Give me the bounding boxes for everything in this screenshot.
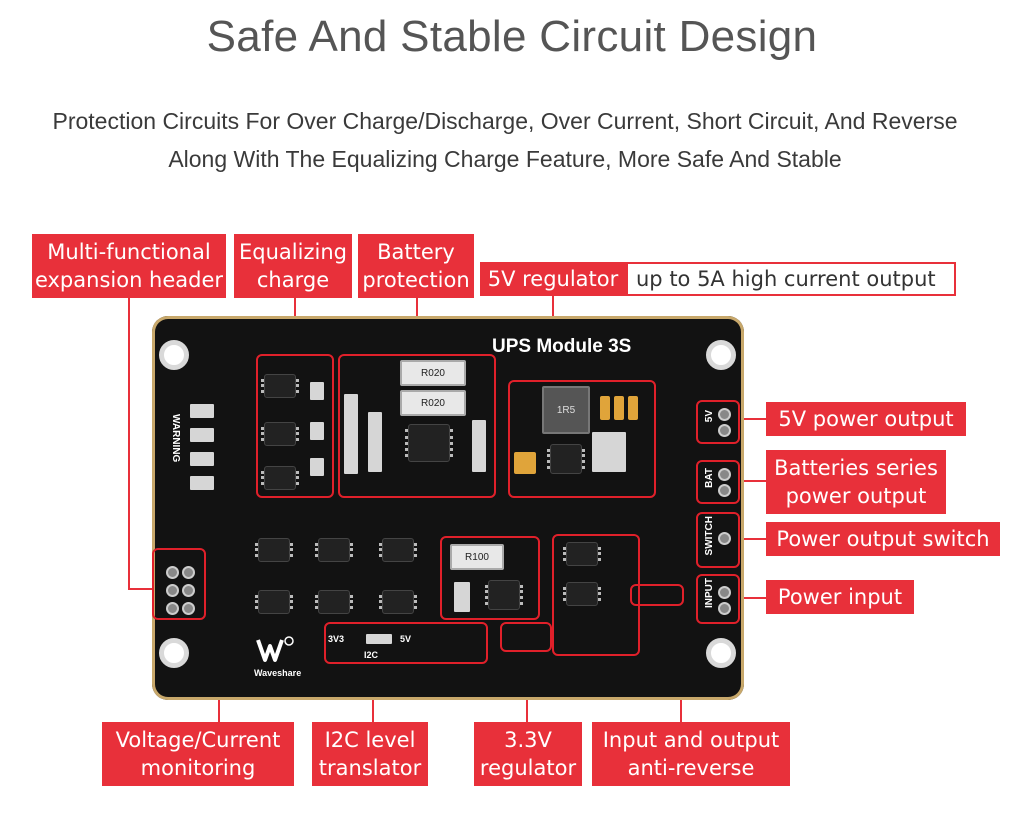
waveshare-logo xyxy=(256,634,296,664)
line-input xyxy=(738,597,766,599)
subtitle-line-1: Protection Circuits For Over Charge/Disc… xyxy=(52,108,958,134)
i2c-label: I2C xyxy=(364,650,379,660)
callout-power-input: Power input xyxy=(766,580,914,614)
brand-label: Waveshare xyxy=(254,668,302,678)
ups-module-board: UPS Module 3S WARNING R020 R020 1R5 5V B… xyxy=(152,316,744,700)
line-5vout xyxy=(738,418,766,420)
callout-battery-protection: Battery protection xyxy=(358,234,474,298)
mount-hole-tl xyxy=(159,340,189,370)
callout-power-switch: Power output switch xyxy=(766,522,1000,556)
regulator-33v-frame xyxy=(552,534,640,656)
expansion-header-frame xyxy=(152,548,206,620)
callout-5v-regulator: 5V regulator xyxy=(480,262,626,296)
i2c-3v3-label: 3V3 xyxy=(328,634,345,644)
callout-i2c: I2C level translator xyxy=(312,722,428,786)
line-switch xyxy=(738,538,766,540)
resistor-r020-2: R020 xyxy=(400,390,466,416)
subtitle-line-2: Along With The Equalizing Charge Feature… xyxy=(168,146,842,172)
page-subtitle: Protection Circuits For Over Charge/Disc… xyxy=(0,102,1010,178)
line-expansion-h xyxy=(128,588,158,590)
mount-hole-tr xyxy=(706,340,736,370)
callout-5v-regulator-ext: up to 5A high current output xyxy=(626,262,956,296)
callout-voltage-current: Voltage/Current monitoring xyxy=(102,722,294,786)
small-33v-frame xyxy=(500,622,552,652)
callout-expansion-header: Multi-functional expansion header xyxy=(32,234,226,298)
battery-protection-frame xyxy=(338,354,496,498)
callout-33v-regulator: 3.3V regulator xyxy=(474,722,582,786)
equalizing-frame xyxy=(256,354,334,498)
warning-label: WARNING xyxy=(170,414,181,463)
mount-hole-br xyxy=(706,638,736,668)
anti-reverse-frame xyxy=(630,584,684,606)
callout-equalizing: Equalizing charge xyxy=(234,234,352,298)
out5v-frame xyxy=(696,400,740,444)
board-title: UPS Module 3S xyxy=(492,336,632,357)
regulator-5v-frame xyxy=(508,380,656,498)
inductor-1r5: 1R5 xyxy=(542,386,590,434)
resistor-r100: R100 xyxy=(450,544,504,570)
bat-frame xyxy=(696,460,740,504)
out5v-label: 5V xyxy=(704,410,715,423)
bat-label: BAT xyxy=(704,468,715,488)
input-label: INPUT xyxy=(704,578,715,608)
line-expansion xyxy=(128,296,130,590)
switch-frame xyxy=(696,512,740,568)
i2c-frame xyxy=(324,622,488,664)
switch-label: SWITCH xyxy=(704,516,715,556)
mount-hole-bl xyxy=(159,638,189,668)
callout-batteries-series: Batteries series power output xyxy=(766,450,946,514)
callout-5v-output: 5V power output xyxy=(766,402,966,436)
waveshare-logo-icon xyxy=(256,636,294,662)
line-bat xyxy=(738,480,766,482)
resistor-r020-1: R020 xyxy=(400,360,466,386)
input-frame xyxy=(696,574,740,624)
page-title: Safe And Stable Circuit Design xyxy=(206,12,818,61)
i2c-5v-label: 5V xyxy=(400,634,412,644)
callout-anti-reverse: Input and output anti-reverse xyxy=(592,722,790,786)
voltage-current-frame xyxy=(440,536,540,620)
